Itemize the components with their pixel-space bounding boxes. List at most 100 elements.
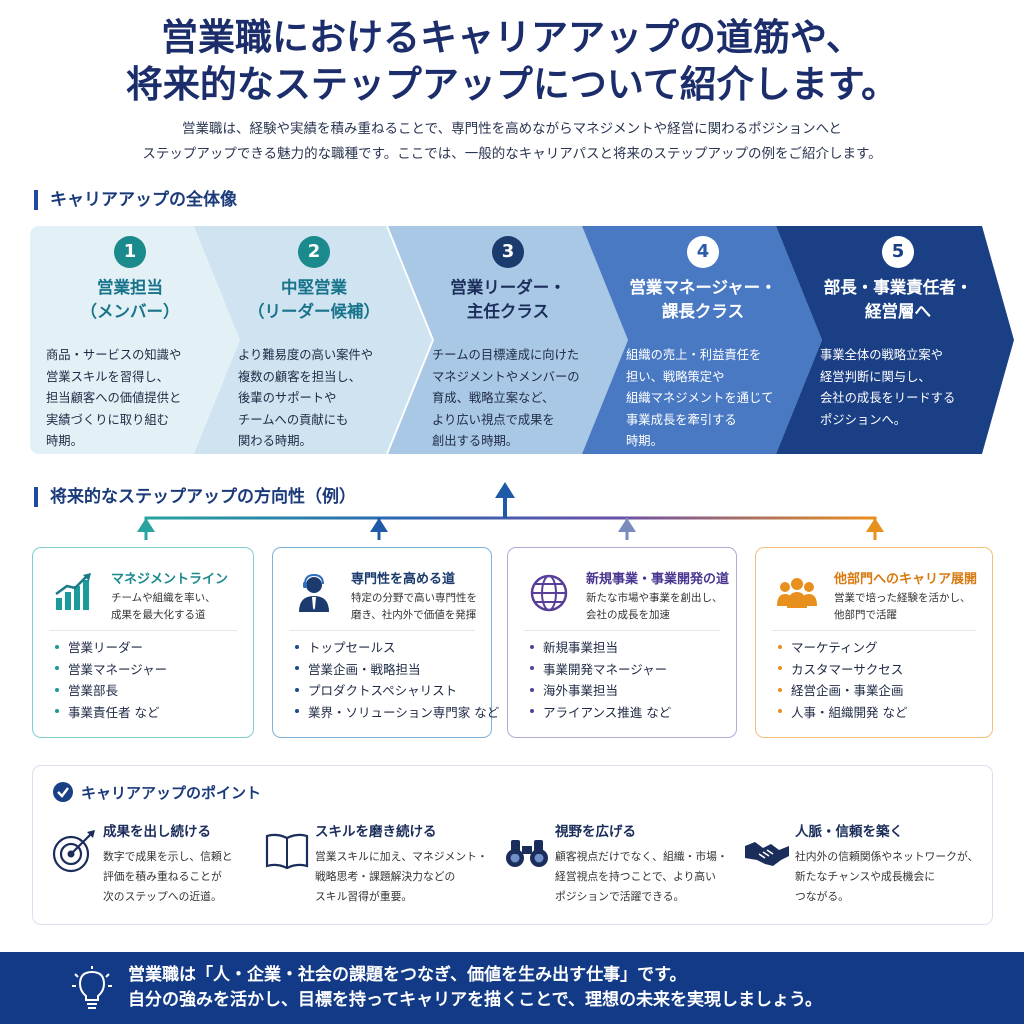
point-description: 社内外の信頼関係やネットワークが、 新たなチャンスや成長機会に つながる。 — [795, 850, 979, 903]
footer-line-1: 営業職は「人・企業・社会の課題をつなぎ、価値を生み出す仕事」です。 — [128, 965, 687, 985]
list-item: 業界・ソリューション専門家 など — [295, 702, 499, 724]
check-circle-icon — [53, 781, 73, 802]
list-item: 事業開発マネージャー — [530, 659, 671, 681]
point-title: 視野を広げる — [555, 824, 636, 840]
stage-5-description: 事業全体の戦略立案や 経営判断に関与し、 会社の成長をリードする ポジションへ。 — [820, 348, 956, 427]
card-description: チームや組織を率い、 成果を最大化する道 — [111, 592, 216, 621]
point-network: 人脈・信頼を築く 社内外の信頼関係やネットワークが、 新たなチャンスや成長機会に… — [743, 820, 988, 920]
list-item: 営業リーダー — [55, 637, 167, 659]
intro-line-1: 営業職は、経験や実績を積み重ねることで、専門性を高めながらマネジメントや経営に関… — [182, 121, 842, 137]
stage-1: 1 営業担当 （メンバー） 商品・サービスの知識や 営業スキルを習得し、 担当顧… — [30, 226, 252, 454]
target-icon — [52, 830, 95, 873]
up-arrow-newbiz-icon — [618, 518, 636, 532]
list-item: 事業責任者 など — [55, 702, 167, 724]
directions-heading: 将来的なステップアップの方向性（例） — [34, 487, 356, 507]
list-item: 営業企画・戦略担当 — [295, 659, 499, 681]
career-points-panel: キャリアアップのポイント 成果を出し続ける 数字で成果を示し、信頼と 評価を積み… — [32, 765, 993, 925]
card-divider — [289, 630, 475, 631]
intro-line-2: ステップアップできる魅力的な職種です。ここでは、一般的なキャリアパスと将来のステ… — [142, 146, 882, 162]
list-item: カスタマーサクセス — [778, 659, 907, 681]
list-item: 海外事業担当 — [530, 680, 671, 702]
list-item: トップセールス — [295, 637, 499, 659]
page-title: 営業職におけるキャリアアップの道筋や、 将来的なステップアップについて紹介します… — [0, 14, 1024, 108]
stage-2-arrow-shape — [194, 226, 432, 454]
direction-card-specialist: 専門性を高める道 特定の分野で高い専門性を 磨き、社内外で価値を発揮 トップセー… — [272, 547, 499, 738]
stage-1-arrow-shape — [30, 226, 252, 454]
open-book-icon — [265, 833, 309, 870]
card-title: マネジメントライン — [111, 572, 229, 587]
stage-1-title: 営業担当 （メンバー） — [80, 278, 180, 321]
point-description: 数字で成果を示し、信頼と 評価を積み重ねることが 次のステップへの近道。 — [103, 850, 233, 903]
direction-card-management: マネジメントライン チームや組織を率い、 成果を最大化する道 営業リーダー 営業… — [32, 547, 254, 738]
stage-3-description: チームの目標達成に向けた マネジメントやメンバーの 育成、戦略立案など、 より広… — [432, 348, 580, 448]
card-description: 特定の分野で高い専門性を 磨き、社内外で価値を発揮 — [351, 592, 477, 621]
direction-card-new-business: 新規事業・事業開発の道 新たな市場や事業を創出し、 会社の成長を加速 新規事業担… — [507, 547, 737, 738]
stage-2-title: 中堅営業 （リーダー候補） — [248, 278, 380, 321]
handshake-icon — [745, 842, 789, 866]
list-item: プロダクトスペシャリスト — [295, 680, 499, 702]
list-item: アライアンス推進 など — [530, 702, 671, 724]
up-arrow-main-icon — [495, 482, 515, 498]
page-title-line-1: 営業職におけるキャリアアップの道筋や、 — [161, 16, 863, 59]
stage-2-description: より難易度の高い案件や 複数の顧客を担当し、 後輩のサポートや チームへの貢献に… — [238, 348, 374, 448]
card-divider — [524, 630, 720, 631]
stage-1-number-badge: 1 — [114, 236, 146, 268]
stage-5-title: 部長・事業責任者・ 経営層へ — [823, 278, 973, 321]
footer-line-2: 自分の強みを活かし、目標を持ってキャリアを描くことで、理想の未来を実現しましょう… — [128, 990, 822, 1010]
stage-4-arrow-shape — [582, 226, 822, 454]
list-item: 営業マネージャー — [55, 659, 167, 681]
stage-4: 4 営業マネージャー・ 課長クラス 組織の売上・利益責任を 担い、戦略策定や 組… — [582, 226, 822, 454]
stage-4-title: 営業マネージャー・ 課長クラス — [629, 278, 777, 321]
stage-2: 2 中堅営業 （リーダー候補） より難易度の高い案件や 複数の顧客を担当し、 後… — [194, 226, 432, 454]
card-divider — [772, 630, 976, 631]
overview-heading: キャリアアップの全体像 — [34, 190, 237, 210]
stage-5-number-badge: 5 — [882, 236, 914, 268]
stage-3-title: 営業リーダー・ 主任クラス — [450, 278, 566, 321]
expert-person-icon — [299, 573, 329, 612]
direction-card-other-department: 他部門へのキャリア展開 営業で培った経験を活かし、 他部門で活躍 マーケティング… — [755, 547, 993, 738]
point-skills: スキルを磨き続ける 営業スキルに加え、マネジメント・ 戦略思考・課題解決力などの… — [263, 820, 513, 920]
people-group-icon — [777, 578, 817, 608]
stage-3: 3 営業リーダー・ 主任クラス チームの目標達成に向けた マネジメントやメンバー… — [388, 226, 628, 454]
up-arrow-other-dept-icon — [866, 518, 884, 532]
points-heading: キャリアアップのポイント — [53, 781, 261, 804]
lightbulb-icon — [72, 966, 112, 1009]
career-stages: 1 営業担当 （メンバー） 商品・サービスの知識や 営業スキルを習得し、 担当顧… — [30, 226, 1014, 454]
growth-chart-icon — [55, 573, 91, 610]
point-perspective: 視野を広げる 顧客視点だけでなく、組織・市場・ 経営視点を持つことで、より高い … — [503, 820, 743, 920]
stage-3-number-badge: 3 — [492, 236, 524, 268]
page-title-line-2: 将来的なステップアップについて紹介します。 — [125, 63, 899, 106]
point-results: 成果を出し続ける 数字で成果を示し、信頼と 評価を積み重ねることが 次のステップ… — [51, 820, 281, 920]
card-title: 他部門へのキャリア展開 — [834, 572, 978, 587]
up-arrow-management-icon — [137, 518, 155, 532]
list-item: 経営企画・事業企画 — [778, 680, 907, 702]
card-title: 新規事業・事業開発の道 — [586, 572, 730, 587]
stage-5-arrow-shape — [776, 226, 1014, 454]
binoculars-icon — [506, 840, 548, 867]
card-title: 専門性を高める道 — [351, 572, 456, 587]
footer-message: 営業職は「人・企業・社会の課題をつなぎ、価値を生み出す仕事」です。 自分の強みを… — [128, 963, 822, 1013]
card-description: 営業で培った経験を活かし、 他部門で活躍 — [834, 592, 971, 621]
card-description: 新たな市場や事業を創出し、 会社の成長を加速 — [586, 592, 723, 621]
stage-2-number-badge: 2 — [298, 236, 330, 268]
point-description: 営業スキルに加え、マネジメント・ 戦略思考・課題解決力などの スキル習得が重要。 — [315, 850, 488, 903]
card-item-list: 営業リーダー 営業マネージャー 営業部長 事業責任者 など — [55, 637, 167, 723]
stage-4-description: 組織の売上・利益責任を 担い、戦略策定や 組織マネジメントを通じて 事業成長を牽… — [626, 348, 774, 448]
stage-1-description: 商品・サービスの知識や 営業スキルを習得し、 担当顧客への価値提供と 実績づくり… — [46, 348, 182, 448]
up-arrow-specialist-icon — [370, 518, 388, 532]
stage-5: 5 部長・事業責任者・ 経営層へ 事業全体の戦略立案や 経営判断に関与し、 会社… — [776, 226, 1014, 454]
globe-icon — [530, 574, 568, 612]
card-divider — [49, 630, 237, 631]
intro-text: 営業職は、経験や実績を積み重ねることで、専門性を高めながらマネジメントや経営に関… — [40, 117, 984, 167]
stage-4-number-badge: 4 — [687, 236, 719, 268]
stage-3-arrow-shape — [388, 226, 628, 454]
card-item-list: 新規事業担当 事業開発マネージャー 海外事業担当 アライアンス推進 など — [530, 637, 671, 723]
list-item: 営業部長 — [55, 680, 167, 702]
footer-banner: 営業職は「人・企業・社会の課題をつなぎ、価値を生み出す仕事」です。 自分の強みを… — [0, 952, 1024, 1024]
card-item-list: マーケティング カスタマーサクセス 経営企画・事業企画 人事・組織開発 など — [778, 637, 907, 723]
point-title: スキルを磨き続ける — [315, 824, 437, 840]
list-item: 人事・組織開発 など — [778, 702, 907, 724]
direction-connector-arrows — [137, 482, 884, 540]
point-title: 成果を出し続ける — [103, 824, 211, 840]
point-description: 顧客視点だけでなく、組織・市場・ 経営視点を持つことで、より高い ポジションで活… — [555, 850, 728, 903]
